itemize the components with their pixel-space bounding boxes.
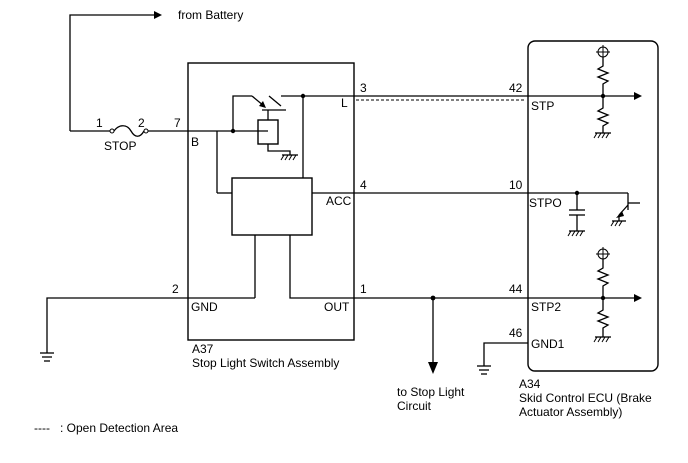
ground-icon: [477, 365, 491, 375]
ic-block: [231, 177, 313, 236]
stop-light-line2: Circuit: [397, 399, 432, 413]
pin-b-label: B: [191, 135, 199, 149]
ecu-pin-stp2-label: STP2: [531, 300, 561, 314]
pin-acc-number: 4: [360, 178, 367, 192]
ecu-name-line1: Skid Control ECU (Brake: [519, 391, 652, 405]
pin-out-label: OUT: [324, 300, 350, 314]
ground-icon: [280, 154, 298, 161]
fuse-pin1: 1: [96, 116, 103, 130]
pin-acc-label: ACC: [326, 194, 352, 208]
relay-coil-icon: [257, 119, 279, 145]
ground-icon: [593, 336, 611, 343]
pin-out-number: 1: [360, 282, 367, 296]
resistor-icon: [596, 57, 610, 96]
fuse-pin2: 2: [138, 116, 145, 130]
ecu-pin-stpo-label: STPO: [529, 196, 562, 210]
switch-assembly: 7 B L ACC GND OUT A37 Stop Light Switch …: [174, 62, 355, 370]
legend-dash: ----: [34, 421, 50, 435]
legend-text: : Open Detection Area: [60, 421, 178, 435]
pullup-icon: [596, 247, 610, 261]
pin-b-number: 7: [174, 116, 181, 130]
ground-icon: [40, 352, 54, 362]
ecu-pin-stp-number: 42: [509, 81, 523, 95]
switch-name: Stop Light Switch Assembly: [192, 356, 339, 370]
wire-l-stp: 3: [354, 81, 528, 101]
ecu-pin-stp2-number: 44: [509, 282, 523, 296]
resistor-icon: [596, 96, 610, 133]
wire-out-stp2: 1 to Stop Light Circuit: [354, 282, 528, 413]
ecu-pin-stpo-number: 10: [509, 178, 523, 192]
battery-feed: from Battery: [69, 8, 243, 131]
resistor-icon: [596, 298, 610, 337]
battery-label: from Battery: [178, 8, 243, 22]
pullup-icon: [596, 45, 610, 59]
wire-gnd: 2: [40, 282, 188, 362]
fuse-stop: 1 2 STOP: [70, 116, 188, 153]
ecu-pin-gnd1-label: GND1: [531, 337, 565, 351]
pin-gnd-number: 2: [172, 282, 179, 296]
ecu-pin-stp-label: STP: [531, 99, 554, 113]
transistor-icon: [232, 95, 303, 131]
ground-icon: [593, 132, 611, 139]
ecu-id: A34: [519, 377, 541, 391]
switch-id: A37: [192, 342, 214, 356]
ecu-name-line2: Actuator Assembly): [519, 405, 622, 419]
wire-acc-stpo: 4: [354, 178, 528, 194]
capacitor-icon: [569, 209, 585, 216]
stp2-arrow-icon: [634, 294, 642, 302]
battery-arrow-icon: [154, 11, 162, 19]
stop-light-arrow-icon: [428, 362, 438, 374]
fuse-name: STOP: [104, 139, 136, 153]
resistor-icon: [596, 259, 610, 298]
output-transistor-icon: [610, 193, 640, 227]
legend: ---- : Open Detection Area: [34, 421, 178, 435]
pin-l-label: L: [341, 96, 348, 110]
fuse-icon: [113, 125, 145, 137]
pin-gnd-label: GND: [191, 300, 218, 314]
stp-arrow-icon: [634, 92, 642, 100]
ecu-assembly: 42 STP 10 STPO 44 STP2 46 GND1 A34 Skid …: [477, 40, 659, 419]
ecu-pin-gnd1-number: 46: [509, 326, 523, 340]
stop-light-line1: to Stop Light: [397, 385, 465, 399]
pin-l-number: 3: [360, 81, 367, 95]
ground-icon: [567, 230, 585, 237]
